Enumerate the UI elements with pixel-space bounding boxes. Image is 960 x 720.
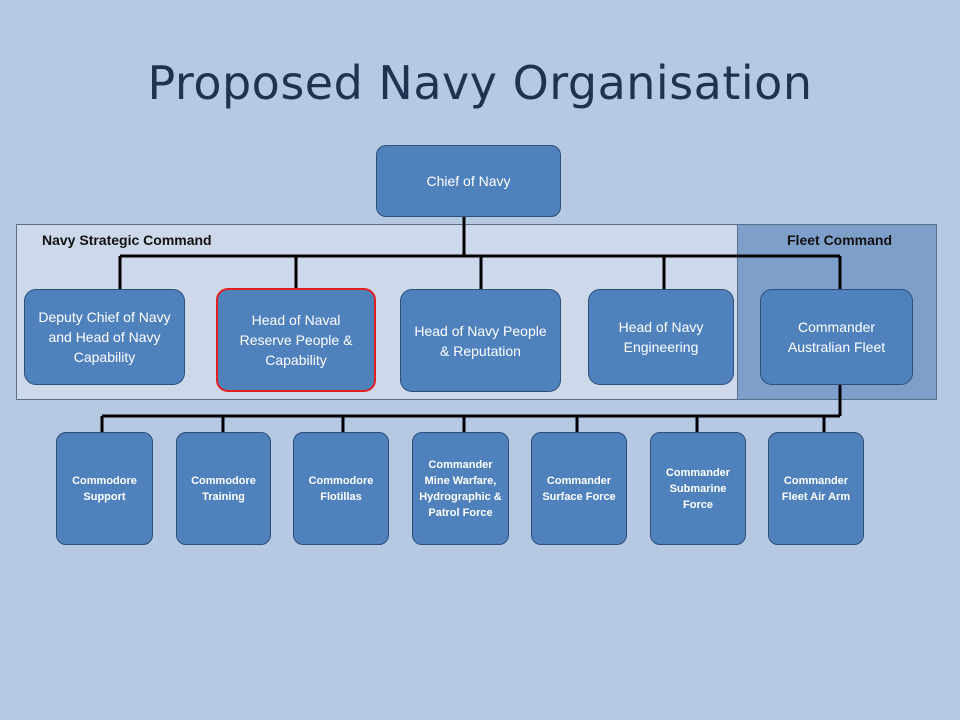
navy-strategic-command-label: Navy Strategic Command <box>42 232 212 248</box>
navy-people-reputation-box: Head of Navy People & Reputation <box>400 289 561 392</box>
naval-reserve-box: Head of Naval Reserve People & Capabilit… <box>216 288 376 392</box>
deputy-chief-box: Deputy Chief of Navy and Head of Navy Ca… <box>24 289 185 385</box>
commander-surface-force-box: Commander Surface Force <box>531 432 627 545</box>
commander-mine-warfare-box: Commander Mine Warfare, Hydrographic & P… <box>412 432 509 545</box>
commander-fleet-air-arm-box: Commander Fleet Air Arm <box>768 432 864 545</box>
page-title: Proposed Navy Organisation <box>147 56 813 110</box>
fleet-command-label: Fleet Command <box>787 232 893 248</box>
navy-engineering-box: Head of Navy Engineering <box>588 289 734 385</box>
commodore-training-box: Commodore Training <box>176 432 271 545</box>
chief-of-navy-box: Chief of Navy <box>376 145 561 217</box>
commodore-support-box: Commodore Support <box>56 432 153 545</box>
commander-australian-fleet-box: Commander Australian Fleet <box>760 289 913 385</box>
commodore-flotillas-box: Commodore Flotillas <box>293 432 389 545</box>
commander-submarine-force-box: Commander Submarine Force <box>650 432 746 545</box>
